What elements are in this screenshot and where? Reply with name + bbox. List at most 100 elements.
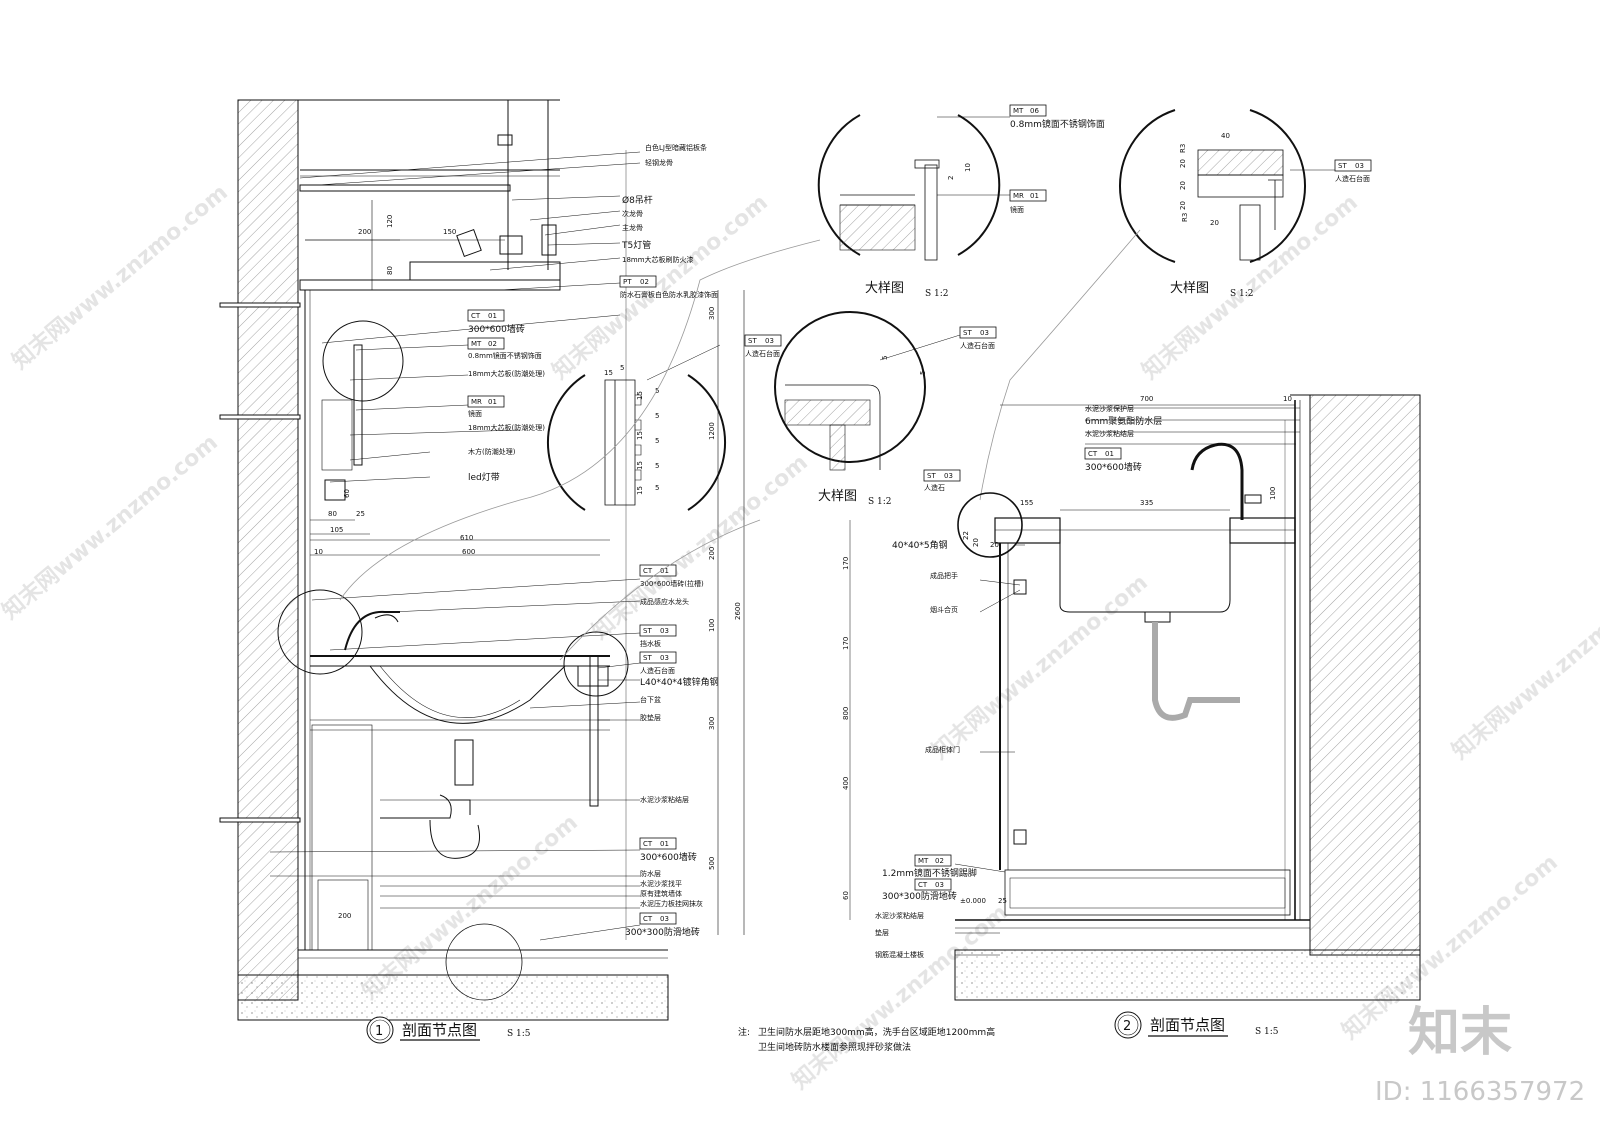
dim-label: 300 <box>708 717 716 730</box>
section-1-callout-labels: 白色LJ型暗藏铝板条 轻钢龙骨 Ø8吊杆 次龙骨 主龙骨 T5灯管 18mm大芯… <box>467 143 719 938</box>
callout-note: 水泥沙浆粘结层 <box>875 911 924 920</box>
material-tag-CT-01 <box>1084 447 1122 460</box>
brand-logo: 知末 <box>1408 1003 1512 1063</box>
tag-num: 03 <box>660 915 669 923</box>
tag-num: 02 <box>640 278 649 286</box>
dim-label: 120 <box>386 215 394 228</box>
detail-top-right-labels: 40 R3 20 20 20 R3 20 ST 03 人造石台面 大样图 S 1… <box>1170 132 1372 299</box>
material-tag-MR-01 <box>1009 189 1047 202</box>
tag-code: MR <box>471 398 482 406</box>
tag-code: ST <box>643 627 652 635</box>
tag-num: 03 <box>935 881 944 889</box>
callout-note: 水泥沙浆粘结层 <box>1085 429 1134 438</box>
detail-middle <box>774 311 961 471</box>
dim-label: 5 <box>655 484 659 492</box>
dim-label: 20 <box>1179 201 1187 210</box>
dim-label: 15 <box>636 461 644 470</box>
brand-block: 知末 ID: 1166357972 <box>1375 1003 1585 1107</box>
tag-code: MR <box>1013 192 1024 200</box>
section-scale: S 1:5 <box>1255 1027 1279 1037</box>
callout-note: 人造石台面 <box>640 666 675 675</box>
callout-note: 烟斗合页 <box>930 605 958 614</box>
tag-num: 03 <box>980 329 989 337</box>
detail-title: 大样图 <box>1170 281 1209 296</box>
callout-note: 垫层 <box>875 928 889 937</box>
material-tag-PT-02 <box>619 275 657 288</box>
detail-title: 大样图 <box>818 489 857 504</box>
tag-num: 01 <box>488 398 497 406</box>
dim-label: 5 <box>655 387 659 395</box>
tag-code: CT <box>471 312 481 320</box>
material-tag-CT-01 <box>639 837 677 850</box>
dim-label: 5 <box>655 437 659 445</box>
section-title: 剖面节点图 <box>402 1021 477 1039</box>
dim-label: 20 <box>972 538 980 547</box>
material-tag-ST-03 <box>639 651 677 664</box>
callout-note: 人造石台面 <box>960 341 995 350</box>
level-marker: ±0.000 <box>960 897 986 905</box>
tag-num: 02 <box>488 340 497 348</box>
watermark: 知末网www.znzmo.com <box>7 179 233 374</box>
tag-code: ST <box>748 337 757 345</box>
callout-note: 0.8mm镜面不锈钢饰面 <box>1010 118 1105 130</box>
callout-note: 人造石台面 <box>745 349 780 358</box>
tag-code: ST <box>927 472 936 480</box>
material-tag-MT-02 <box>914 854 952 867</box>
dim-label: 100 <box>1269 487 1277 500</box>
callout-note: 水泥压力板挂网抹灰 <box>640 899 703 908</box>
dim-label: 10 <box>314 548 323 556</box>
tag-num: 06 <box>1030 107 1039 115</box>
dim-label: 15 <box>604 369 613 377</box>
dim-label: 22 <box>962 531 970 540</box>
callout-note: 防水层 <box>640 869 661 878</box>
callout-note: 300*300防滑地砖 <box>625 926 700 938</box>
callout-note: 0.8mm镜面不锈钢饰面 <box>468 351 542 360</box>
dim-label: 170 <box>842 557 850 570</box>
dim-label: 5 <box>620 364 624 372</box>
callout-note: 1.2mm镜面不锈钢踢脚 <box>882 867 977 879</box>
tag-code: CT <box>1088 450 1098 458</box>
section-number: 1 <box>375 1024 383 1039</box>
section-2-title: 2 剖面节点图 S 1:5 <box>1114 1011 1279 1039</box>
tag-code: MT <box>918 857 929 865</box>
material-tag-ST-03 <box>959 326 997 339</box>
dim-label: 15 <box>636 486 644 495</box>
callout-note: 镜面 <box>468 409 482 418</box>
detail-top-left-labels: MT 06 0.8mm镜面不锈钢饰面 MR 01 镜面 2 10 大样图 S 1… <box>865 104 1105 299</box>
callout-note: 挡水板 <box>640 639 661 648</box>
detail-top-right <box>1119 109 1335 263</box>
dim-label: 200 <box>708 547 716 560</box>
callout-note: Ø8吊杆 <box>622 194 653 206</box>
dim-label: 700 <box>1140 395 1153 403</box>
section-1-drawing <box>219 99 745 1021</box>
watermark: 知末网www.znzmo.com <box>0 429 223 624</box>
callout-note: 木方(防潮处理) <box>468 447 516 456</box>
section-2-callouts <box>954 407 1300 956</box>
dim-label: 20 <box>1210 219 1219 227</box>
tag-code: MT <box>471 340 482 348</box>
tag-num: 01 <box>488 312 497 320</box>
detail-scale: S 1:2 <box>925 289 949 299</box>
tag-num: 01 <box>660 567 669 575</box>
callout-note: 成品感应水龙头 <box>640 597 689 606</box>
section-1-callouts <box>269 151 641 941</box>
tag-num: 03 <box>765 337 774 345</box>
dim-label: 500 <box>708 857 716 870</box>
dim-label: 15 <box>636 391 644 400</box>
section-2-callout-labels: 水泥沙浆保护层 6mm聚氨酯防水层 水泥沙浆粘结层 CT 01 300*600墙… <box>875 404 1162 959</box>
tag-code: ST <box>963 329 972 337</box>
callout-note: 人造石 <box>924 483 945 492</box>
callout-note: 300*600墙砖 <box>468 323 525 335</box>
detail-scale: S 1:2 <box>1230 289 1254 299</box>
callout-note: 镜面 <box>1010 205 1024 214</box>
tag-code: MT <box>1013 107 1024 115</box>
callout-note: 胶垫层 <box>640 713 661 722</box>
dim-label: 610 <box>460 534 473 542</box>
material-tag-ST-03 <box>744 334 782 347</box>
dim-label: 40 <box>1221 132 1230 140</box>
dim-label: 10 <box>1283 395 1292 403</box>
tag-num: 03 <box>660 627 669 635</box>
dim-label: 300 <box>708 307 716 320</box>
detail-scale: S 1:2 <box>868 497 892 507</box>
callout-note: L40*40*4镀锌角钢 <box>640 676 719 688</box>
